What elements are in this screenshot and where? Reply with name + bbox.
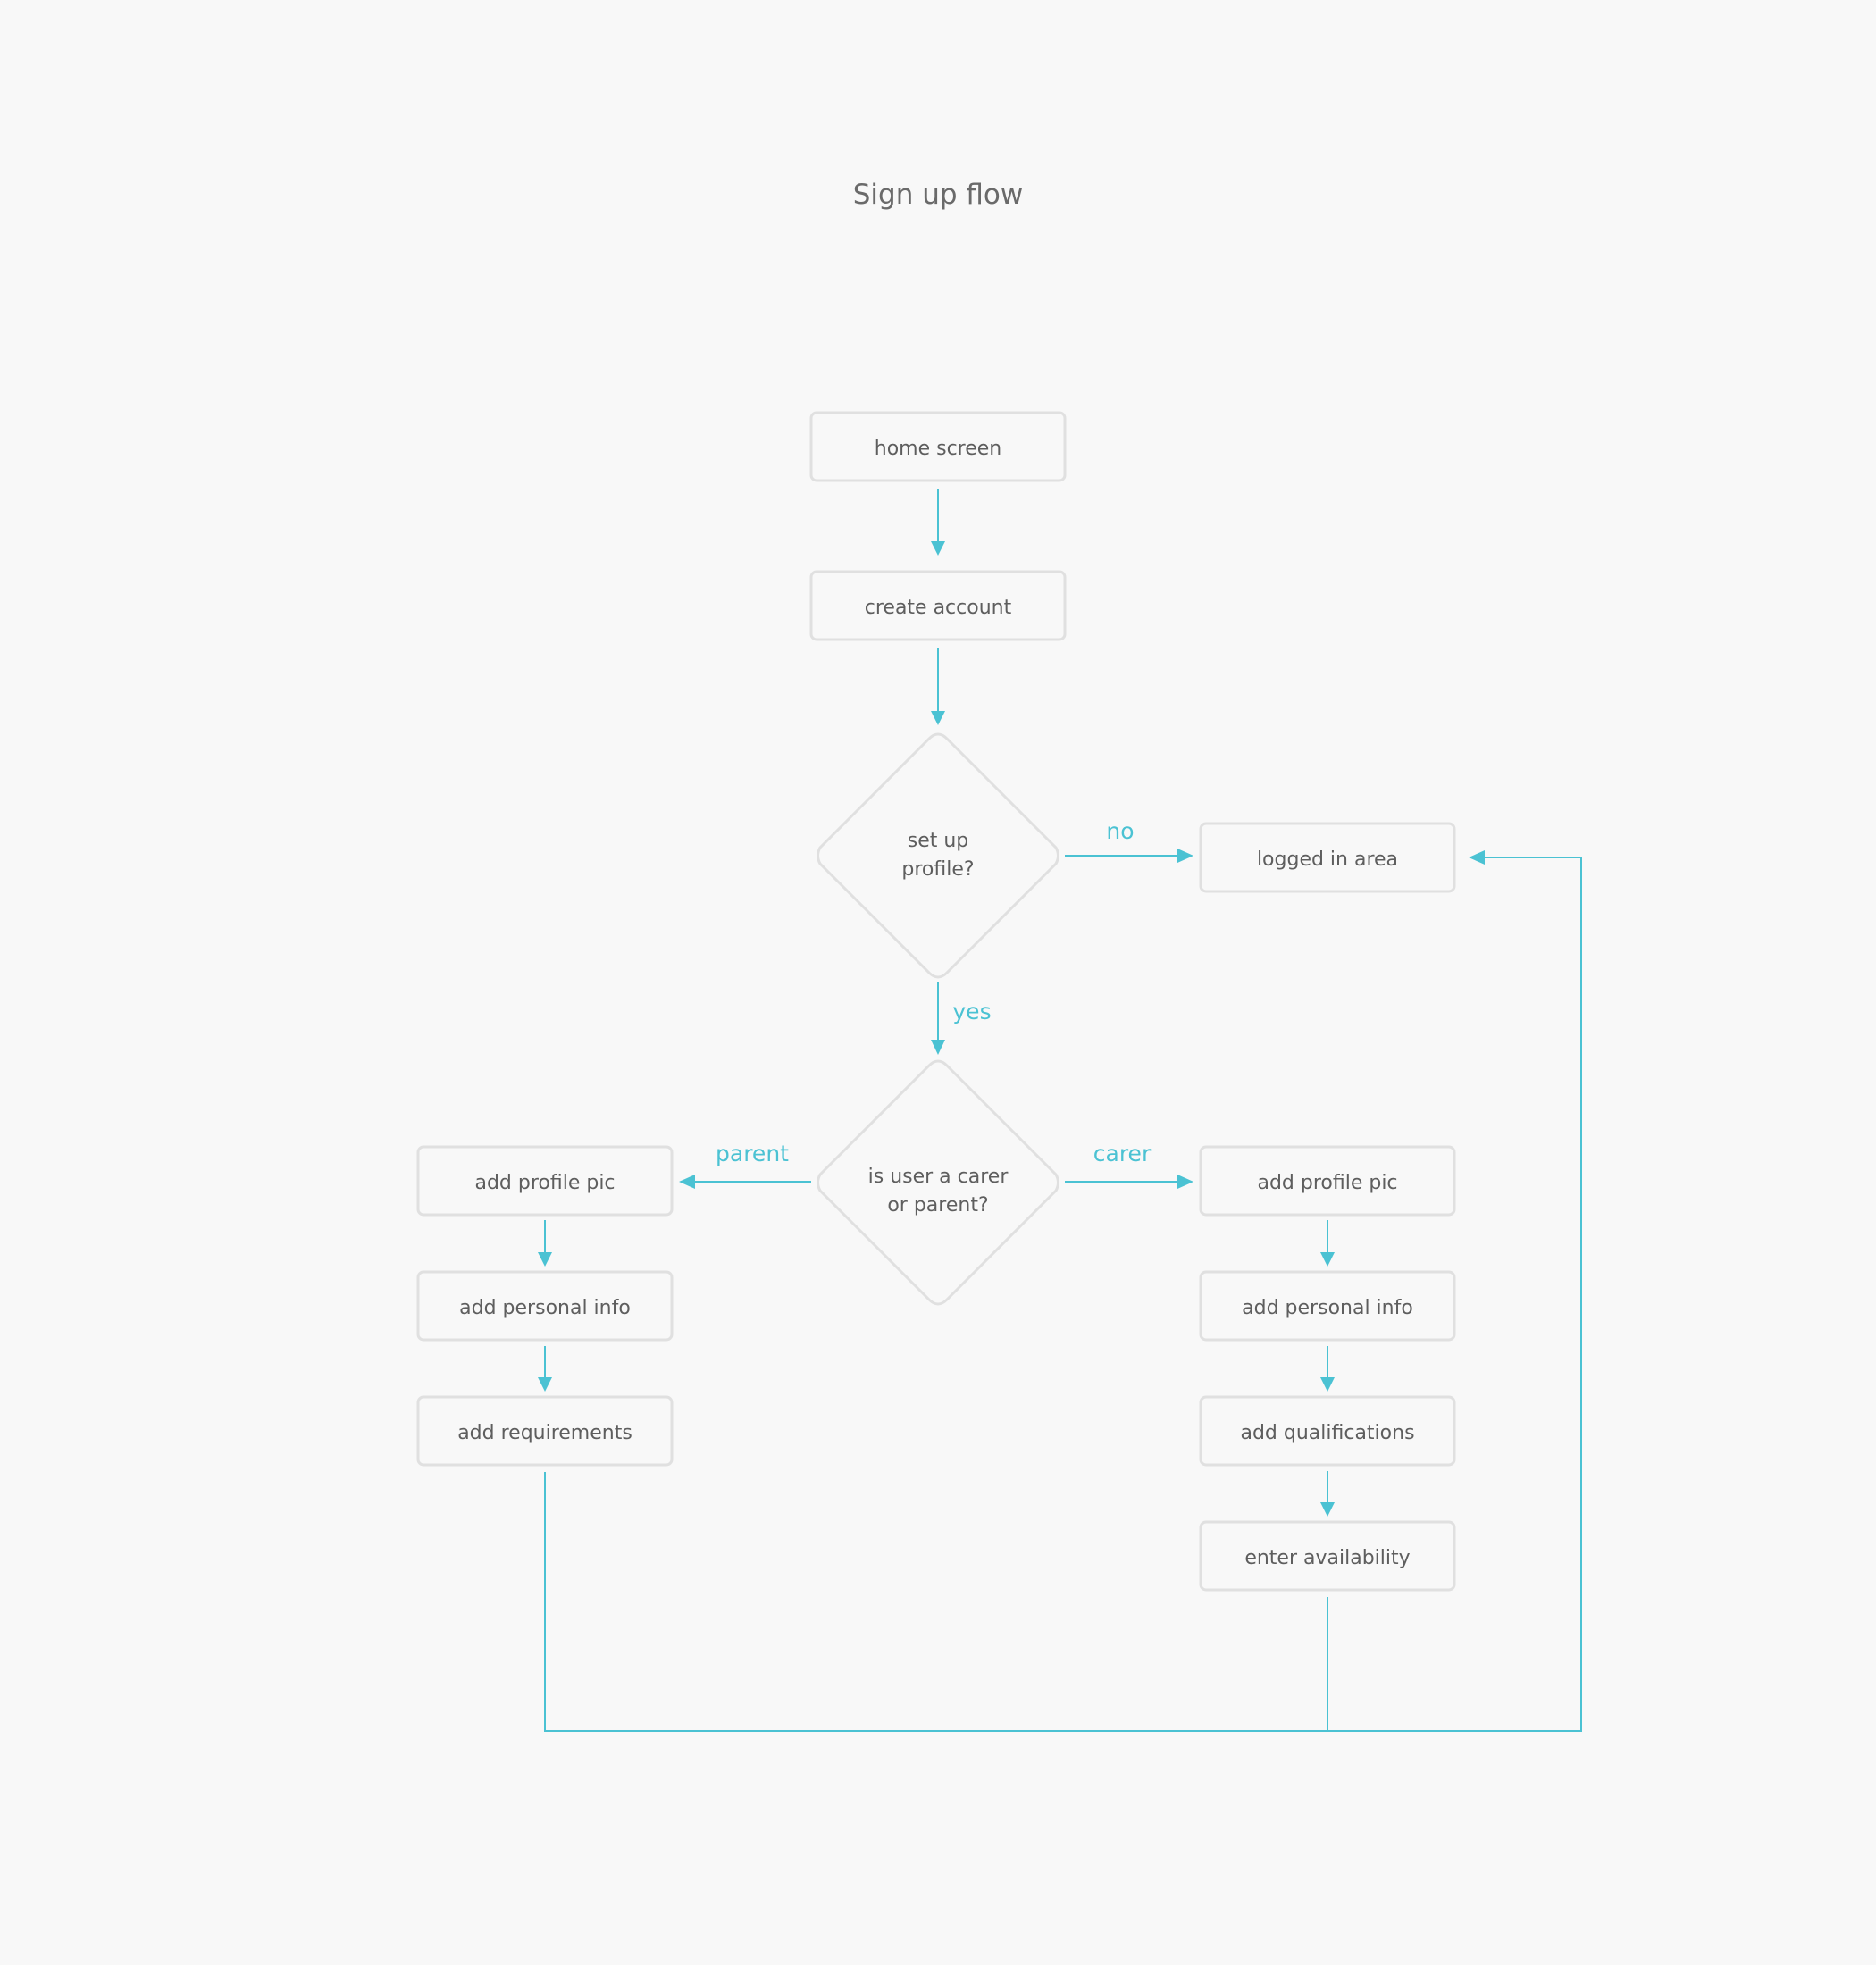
decision-set-up-profile: set up profile? [817, 732, 1059, 979]
arrowhead-create-to-setup [931, 711, 945, 725]
node-box [416, 1270, 674, 1342]
node-label: enter availability [1244, 1547, 1410, 1569]
node-box [809, 411, 1067, 482]
decision-carer-or-parent: is user a carer or parent? [817, 1059, 1059, 1306]
decision-label-line-2: or parent? [887, 1194, 988, 1217]
decision-label-line-1: set up [908, 830, 969, 852]
node-carer-enter-availability: enter availability [1199, 1520, 1456, 1592]
node-carer-add-personal-info: add personal info [1199, 1270, 1456, 1342]
node-create-account: create account [809, 570, 1067, 641]
edge-label-no: no [1106, 818, 1134, 844]
node-label: home screen [875, 438, 1002, 460]
connector-return-loop [544, 857, 1582, 1732]
node-parent-add-requirements: add requirements [416, 1395, 674, 1467]
node-label: add personal info [459, 1297, 631, 1319]
arrowhead-question-to-carer [1177, 1175, 1193, 1189]
node-parent-add-profile-pic: add profile pic [416, 1145, 674, 1217]
node-box [1199, 1270, 1456, 1342]
edge-label-parent: parent [716, 1141, 789, 1166]
decision-label-line-2: profile? [901, 858, 974, 881]
node-box [416, 1395, 674, 1467]
node-box [1199, 1145, 1456, 1217]
node-box [809, 570, 1067, 641]
decision-diamond [817, 732, 1059, 979]
arrowhead-carer-qual-to-avail [1320, 1502, 1335, 1517]
arrowhead-parent-pic-to-info [538, 1252, 552, 1267]
node-label: create account [865, 597, 1012, 619]
node-label: add profile pic [1257, 1172, 1397, 1194]
arrowhead-home-to-create [931, 541, 945, 556]
node-label: logged in area [1257, 849, 1398, 871]
node-box [1199, 1520, 1456, 1592]
arrowhead-question-to-parent [679, 1175, 695, 1189]
node-carer-add-profile-pic: add profile pic [1199, 1145, 1456, 1217]
node-box [416, 1145, 674, 1217]
node-carer-add-qualifications: add qualifications [1199, 1395, 1456, 1467]
arrowhead-carer-info-to-qual [1320, 1377, 1335, 1392]
decision-label-line-1: is user a carer [868, 1166, 1009, 1188]
diagram-title: Sign up flow [852, 179, 1024, 211]
node-home-screen: home screen [809, 411, 1067, 482]
connectors [538, 489, 1582, 1732]
arrowhead-carer-pic-to-info [1320, 1252, 1335, 1267]
edge-label-yes: yes [952, 999, 991, 1024]
arrowhead-setup-to-carer-question [931, 1040, 945, 1055]
node-logged-in-area: logged in area [1199, 822, 1456, 893]
edge-labels: no yes parent carer [716, 818, 1152, 1166]
node-parent-add-personal-info: add personal info [416, 1270, 674, 1342]
node-label: add profile pic [474, 1172, 615, 1194]
node-label: add requirements [457, 1422, 632, 1444]
arrowhead-loop-to-logged-in [1469, 850, 1485, 865]
arrowhead-parent-info-to-req [538, 1377, 552, 1392]
node-box [1199, 1395, 1456, 1467]
node-label: add qualifications [1240, 1422, 1414, 1444]
decision-diamond [817, 1059, 1059, 1306]
edge-label-carer: carer [1093, 1141, 1152, 1166]
node-label: add personal info [1242, 1297, 1413, 1319]
node-box [1199, 822, 1456, 893]
arrowhead-setup-to-logged-in [1177, 849, 1193, 863]
